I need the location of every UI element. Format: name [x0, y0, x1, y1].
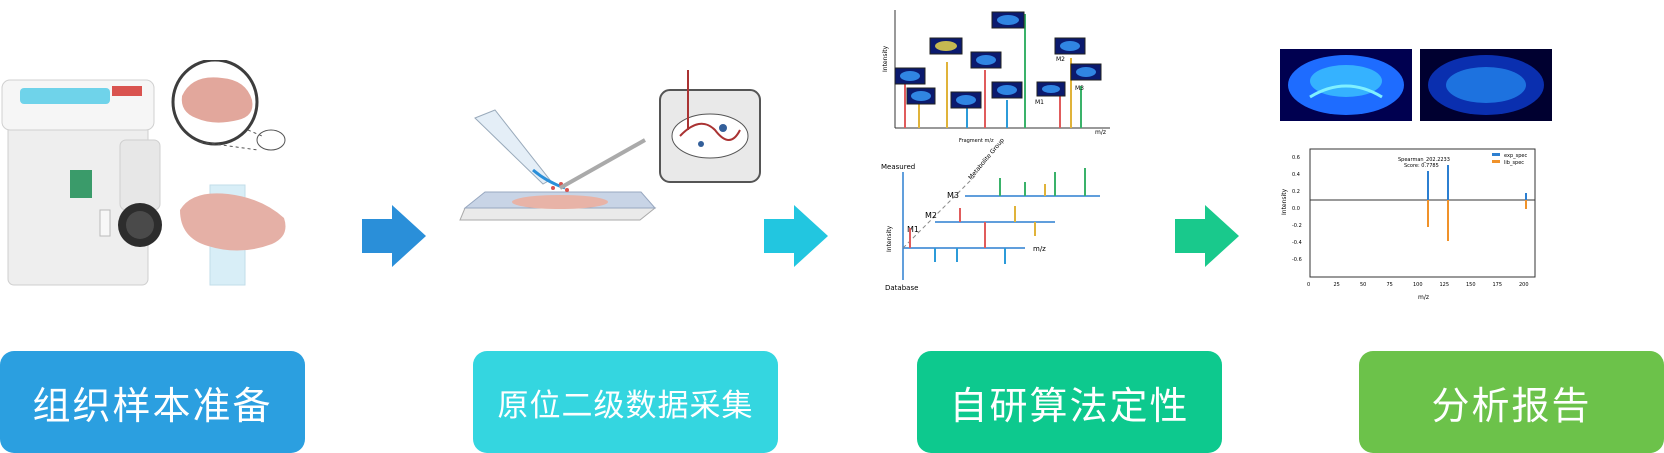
mirror-spectrum-chart: Intensity m/z Spearman_202.2233 Score: 0… — [1281, 148, 1536, 301]
database-label: Database — [885, 284, 918, 292]
x-tick-label: 125 — [1440, 282, 1450, 288]
x-tick-label: 75 — [1387, 282, 1393, 288]
spectra-matching-figure: Intensity m/z Fragment m/z M2 M1 — [881, 10, 1110, 292]
peak-label-m1: M1 — [1035, 99, 1044, 106]
top-ylabel: Intensity — [882, 45, 889, 72]
y-tick-label: -0.2 — [1292, 223, 1302, 229]
x-tick-label: 175 — [1493, 282, 1503, 288]
acquisition-illustration — [459, 70, 761, 221]
x-tick-label: 0 — [1307, 282, 1310, 288]
measured-label: Measured — [881, 163, 915, 171]
peak-label-m2: M2 — [1056, 56, 1065, 63]
spectrum-xlabel: m/z — [1418, 294, 1429, 301]
step-label-algorithm: 自研算法定性 — [917, 351, 1222, 453]
y-tick-label: 0.2 — [1292, 189, 1300, 195]
y-tick-label: 0.0 — [1292, 206, 1300, 212]
ms-imaging-panels — [1280, 49, 1552, 121]
cryostat-illustration — [1, 58, 286, 286]
spectrum-ylabel: Intensity — [1281, 188, 1288, 215]
legend-lib: lib_spec — [1504, 160, 1524, 166]
stage-data-acquisition — [455, 70, 775, 240]
level-m1: M1 — [907, 225, 919, 234]
step-label-data-acquisition: 原位二级数据采集 — [473, 351, 778, 453]
arrow-right-icon — [362, 205, 426, 267]
arrow-right-icon — [764, 205, 828, 267]
y-tick-label: -0.6 — [1292, 257, 1302, 263]
bottom-xlabel: m/z — [1033, 245, 1046, 253]
level-m3: M3 — [947, 191, 959, 200]
stage-sample-prep — [0, 58, 310, 290]
y-tick-label: -0.4 — [1292, 240, 1302, 246]
x-tick-label: 25 — [1334, 282, 1340, 288]
x-tick-label: 50 — [1360, 282, 1366, 288]
arrow-right-icon — [1175, 205, 1239, 267]
score-value: Score: 0.7785 — [1404, 163, 1439, 169]
y-tick-label: 0.6 — [1292, 155, 1300, 161]
score-title: Spearman_202.2233 — [1398, 157, 1450, 163]
legend-exp: exp_spec — [1504, 153, 1527, 159]
level-m2: M2 — [925, 211, 937, 220]
top-xlabel: m/z — [1095, 129, 1106, 136]
x-tick-label: 150 — [1466, 282, 1476, 288]
y-tick-label: 0.4 — [1292, 172, 1300, 178]
bottom-ylabel: Intensity — [886, 225, 893, 252]
top-caption: Fragment m/z — [959, 138, 994, 144]
stage-report: Intensity m/z Spearman_202.2233 Score: 0… — [1280, 45, 1570, 301]
x-tick-label: 200 — [1519, 282, 1529, 288]
step-label-report: 分析报告 — [1359, 351, 1664, 453]
peak-label-m3: M3 — [1075, 85, 1084, 92]
x-tick-label: 100 — [1413, 282, 1423, 288]
step-label-sample-prep: 组织样本准备 — [0, 351, 305, 453]
stage-algorithm: Intensity m/z Fragment m/z M2 M1 — [875, 0, 1180, 295]
